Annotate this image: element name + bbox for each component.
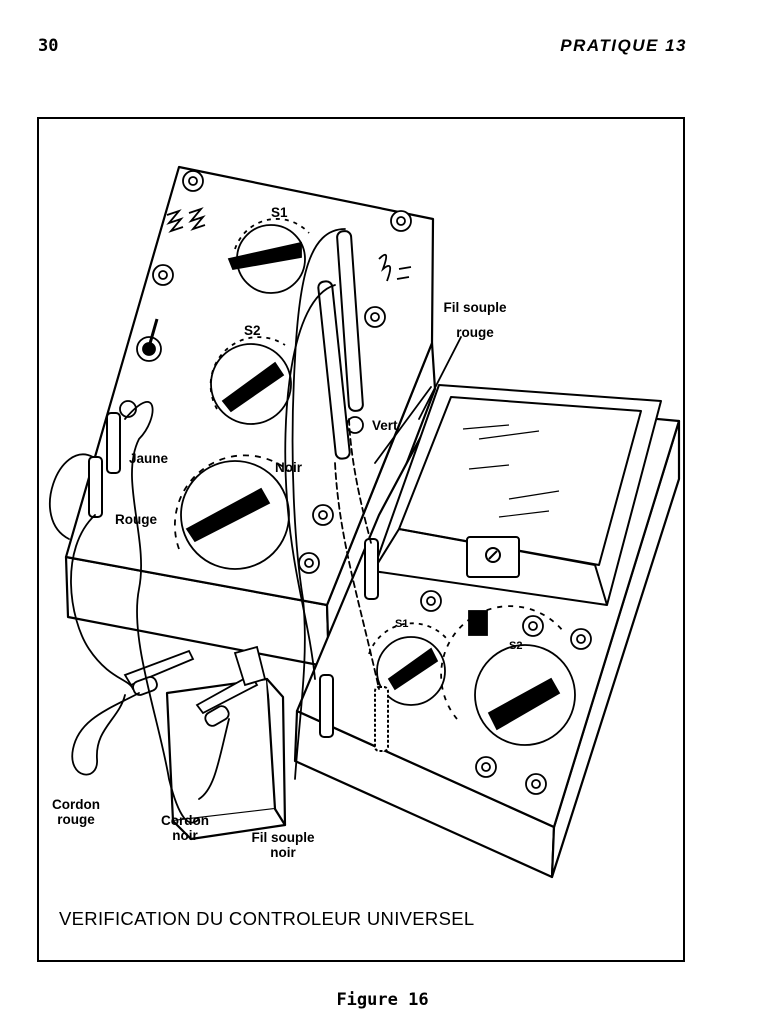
lead-vert bbox=[364, 538, 379, 600]
label-fil-souple-noir-line2: noir bbox=[270, 845, 296, 860]
lead-plus-multimeter bbox=[374, 686, 389, 752]
label-noir: Noir bbox=[275, 460, 302, 475]
label-vert: Vert bbox=[372, 418, 398, 433]
figure-frame: S1 S2 Jaune Rouge Noir Vert Fil souple r… bbox=[37, 117, 685, 962]
label-s2-top: S2 bbox=[244, 323, 261, 338]
running-head: PRATIQUE 13 bbox=[560, 36, 687, 55]
fil-souple-rouge-wire bbox=[348, 418, 372, 544]
label-s1-bottom: S1 bbox=[395, 618, 409, 630]
label-cordon-rouge-line1: Cordon bbox=[52, 797, 100, 812]
label-cordon-rouge: Cordon rouge bbox=[47, 797, 105, 827]
lead-rouge bbox=[88, 456, 103, 518]
label-s2-bottom: S2 bbox=[509, 640, 523, 652]
label-fil-souple-noir: Fil souple noir bbox=[245, 830, 321, 860]
figure-caption: VERIFICATION DU CONTROLEUR UNIVERSEL bbox=[59, 908, 475, 929]
lead-jaune bbox=[106, 412, 121, 474]
cordon-noir-wire bbox=[124, 401, 200, 824]
cordon-rouge-wire bbox=[49, 453, 134, 690]
label-cordon-noir: Cordon noir bbox=[155, 813, 215, 843]
lead-noir-multimeter bbox=[319, 674, 334, 738]
label-cordon-noir-line1: Cordon bbox=[161, 813, 209, 828]
label-cordon-noir-line2: noir bbox=[172, 828, 198, 843]
label-fil-souple-rouge: Fil souple rouge bbox=[437, 300, 513, 340]
label-fil-souple-noir-line1: Fil souple bbox=[251, 830, 315, 845]
figure-number: Figure 16 bbox=[336, 990, 429, 1010]
label-jaune: Jaune bbox=[129, 451, 169, 466]
label-rouge: Rouge bbox=[115, 512, 157, 527]
label-cordon-rouge-line2: rouge bbox=[57, 812, 95, 827]
probe-c bbox=[336, 230, 364, 412]
equipment-illustration bbox=[49, 165, 681, 879]
page-number: 30 bbox=[38, 36, 59, 56]
label-fil-souple-rouge-line2: rouge bbox=[456, 325, 494, 340]
label-fil-souple-rouge-line1: Fil souple bbox=[443, 300, 507, 315]
label-s1-top: S1 bbox=[271, 205, 288, 220]
probe-d bbox=[317, 280, 351, 460]
fil-souple-noir-wire bbox=[284, 284, 336, 680]
